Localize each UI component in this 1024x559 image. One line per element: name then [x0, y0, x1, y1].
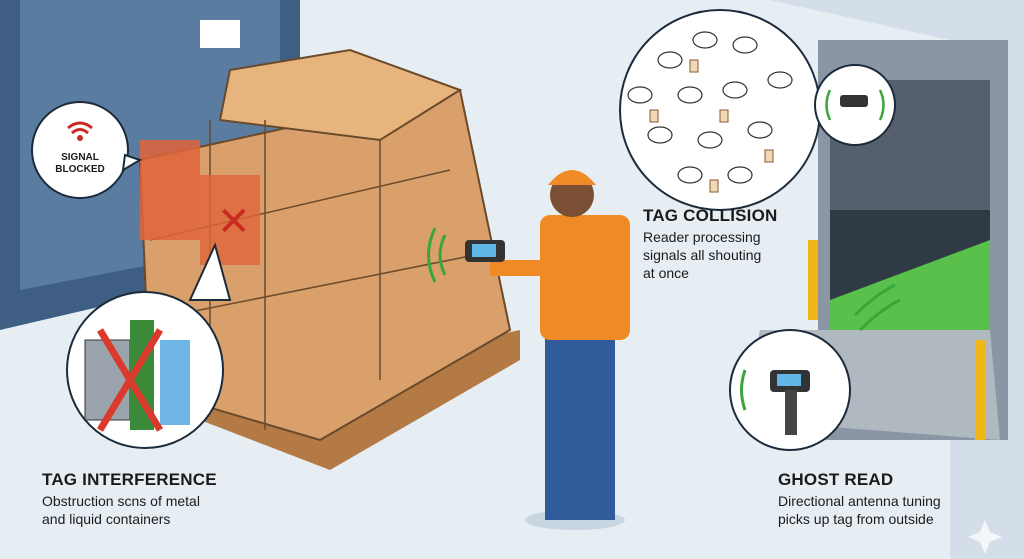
worker [465, 170, 630, 530]
metal-can-icon [84, 339, 131, 421]
tag-collision-line1: Reader processing [643, 229, 761, 245]
pallet-of-boxes: ✕ [138, 48, 520, 470]
tag-collision-circle [619, 9, 821, 211]
ghost-read-title: GHOST READ [778, 470, 894, 489]
tag-collision-section: TAG COLLISION Reader processing signals … [643, 206, 778, 282]
tag-collision-title: TAG COLLISION [643, 206, 778, 225]
svg-text:✕: ✕ [217, 199, 251, 245]
ghost-read-circle [729, 283, 901, 451]
ghost-read-line2: picks up tag from outside [778, 511, 934, 527]
barcode-label [200, 20, 240, 48]
signal-blocked-callout [31, 101, 143, 199]
interference-circle [66, 242, 232, 449]
tag-collision-line2: signals all shouting [643, 247, 762, 263]
ghost-read-line1: Directional antenna tuning [778, 493, 941, 509]
ghost-read-section: GHOST READ Directional antenna tuning pi… [778, 470, 941, 528]
tag-interference-line1: Obstruction scns of metal [42, 493, 200, 509]
tag-interference-title: TAG INTERFERENCE [42, 470, 217, 489]
water-bottle-icon [160, 340, 190, 425]
tag-interference-line2: and liquid containers [42, 511, 171, 527]
signal-waves-main [427, 227, 447, 283]
tag-collision-line3: at once [643, 265, 689, 281]
signal-blocked-label: SIGNAL BLOCKED [55, 152, 105, 175]
sparkle-icon [968, 520, 1002, 554]
tag-interference-section: TAG INTERFERENCE Obstruction scns of met… [42, 470, 217, 528]
scanner-circle-small [814, 64, 896, 146]
